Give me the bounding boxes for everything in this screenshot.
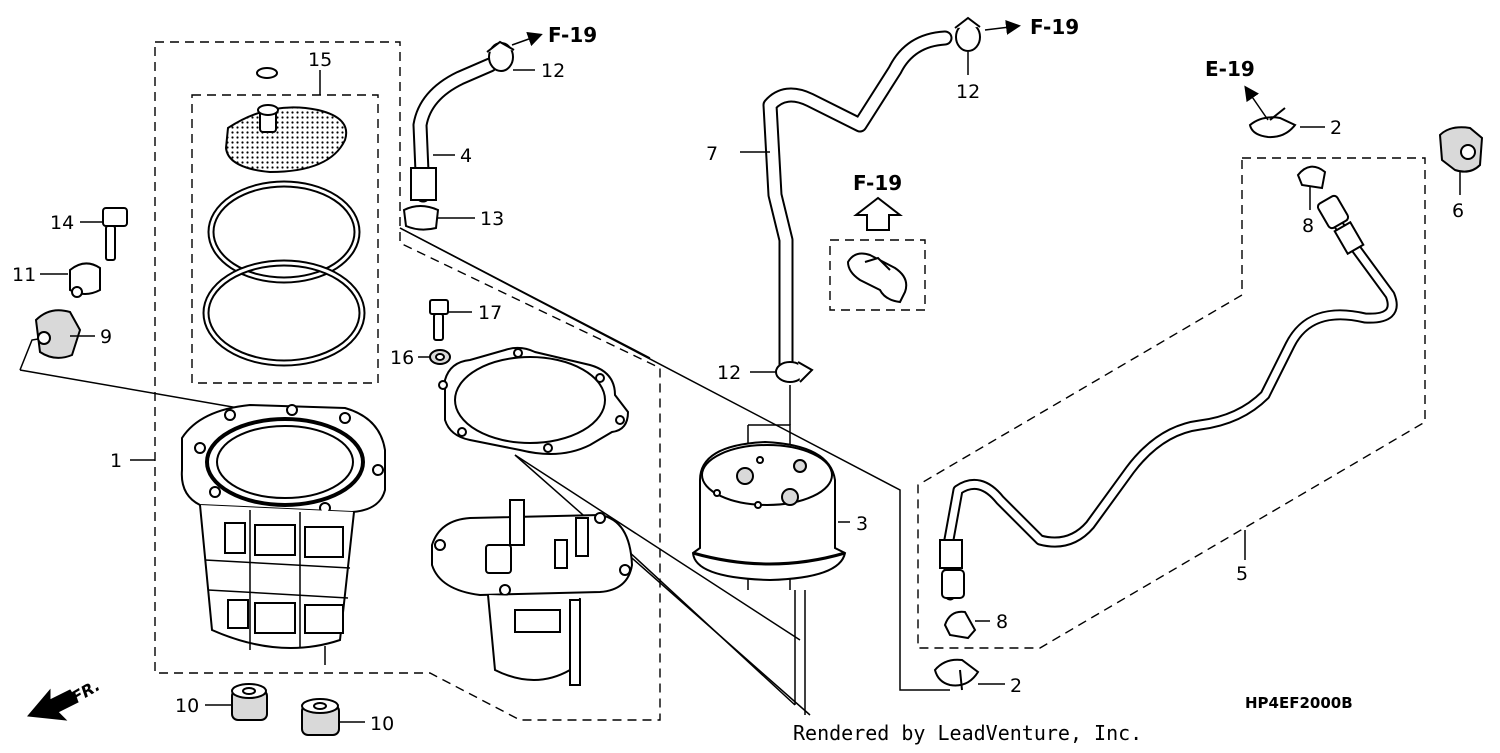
drawing-code: HP4EF2000B	[1245, 694, 1353, 712]
part-15-seal-upper[interactable]	[207, 180, 361, 284]
part-10-cushion-right[interactable]	[301, 698, 340, 736]
callout-labels: 1 2 2 3 4 5 6 7 8 8 9 10 10 11 12 12 12 …	[12, 49, 1464, 735]
part-3-filter-housing[interactable]	[691, 440, 847, 582]
part-15-seal-lower[interactable]	[202, 259, 366, 367]
ref-e19: E-19	[1205, 57, 1255, 81]
assembly-outline-clip-detail	[829, 239, 926, 311]
assembly-outline-hose5	[917, 157, 1426, 649]
ref-f19-top-left: F-19	[548, 23, 597, 47]
callout-5: 5	[1236, 563, 1248, 585]
callout-4: 4	[460, 145, 472, 167]
part-9-cushion[interactable]	[34, 309, 82, 359]
part-10-cushion-left[interactable]	[231, 683, 268, 721]
ref-f19-center: F-19	[853, 171, 902, 195]
reference-labels: F-19 F-19 F-19 E-19	[548, 15, 1255, 195]
part-12-clip-top-left[interactable]	[486, 40, 515, 72]
reference-arrow-up	[853, 196, 903, 231]
assembly-outline-filter	[191, 94, 379, 384]
callout-13: 13	[480, 208, 504, 230]
callout-14: 14	[50, 212, 74, 234]
part-8-clamp-upper[interactable]	[1296, 165, 1327, 190]
fuel-pump-unit[interactable]	[431, 499, 634, 686]
part-16-washer[interactable]	[429, 349, 451, 365]
part-12-clip-top-right[interactable]	[954, 16, 981, 52]
reference-arrows	[511, 19, 1269, 121]
callout-8-upper: 8	[1302, 215, 1314, 237]
callout-11: 11	[12, 264, 36, 286]
front-direction-arrow	[27, 688, 79, 721]
callout-12-top-left: 12	[541, 60, 565, 82]
part-2-clip-upper[interactable]	[1248, 107, 1297, 139]
callout-7: 7	[706, 143, 718, 165]
part-5-fuel-tube[interactable]	[939, 194, 1398, 601]
callout-2-lower: 2	[1010, 675, 1022, 697]
callout-8-lower: 8	[996, 611, 1008, 633]
callout-3: 3	[856, 513, 868, 535]
callout-2-upper: 2	[1330, 117, 1342, 139]
callout-10-right: 10	[370, 713, 394, 735]
part-17-bolt[interactable]	[429, 299, 449, 341]
pump-gasket[interactable]	[438, 346, 630, 455]
callout-12-middle: 12	[717, 362, 741, 384]
callout-9: 9	[100, 326, 112, 348]
callout-16: 16	[390, 347, 414, 369]
callout-10-left: 10	[175, 695, 199, 717]
callout-12-top-right: 12	[956, 81, 980, 103]
render-credit: Rendered by LeadVenture, Inc.	[793, 721, 1142, 745]
callout-leaders	[40, 52, 1461, 723]
callout-1: 1	[110, 450, 122, 472]
part-14-bolt[interactable]	[102, 207, 128, 261]
callout-17: 17	[478, 302, 502, 324]
part-12-clip-middle[interactable]	[775, 361, 814, 383]
part-15-filter-cap[interactable]	[224, 67, 348, 174]
part-2-clip-lower[interactable]	[933, 658, 980, 691]
ref-f19-top-right: F-19	[1030, 15, 1079, 39]
part-13-hose-clip[interactable]	[402, 205, 440, 231]
part-1-pump-case[interactable]	[180, 403, 386, 665]
part-8-clamp-lower[interactable]	[943, 610, 977, 640]
assembly-outline-main	[154, 41, 661, 721]
part-7-vent-hose[interactable]	[762, 30, 953, 378]
callout-15: 15	[308, 49, 332, 71]
part-6-cap[interactable]	[1438, 126, 1484, 173]
callout-6: 6	[1452, 200, 1464, 222]
part-11-collar[interactable]	[69, 262, 101, 298]
part-4-fuel-hose[interactable]	[410, 57, 498, 203]
clip-detail	[846, 252, 908, 304]
